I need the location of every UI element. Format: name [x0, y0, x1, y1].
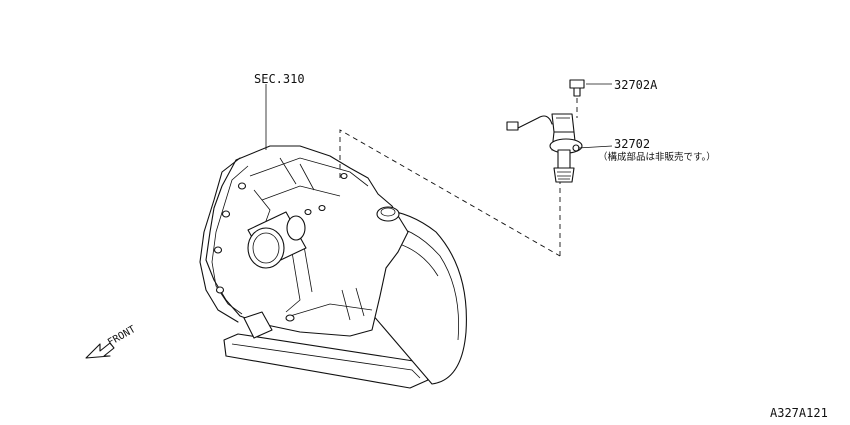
sensor-part-number: 32702 — [614, 137, 650, 151]
sensor-note: （構成部品は非販売です。） — [598, 151, 716, 163]
diagram-id: A327A121 — [770, 406, 828, 420]
hollow-arrow-icon — [85, 342, 115, 359]
install-path — [339, 129, 561, 257]
front-label: FRONT — [106, 324, 138, 349]
sec-reference-label: SEC.310 — [254, 72, 305, 86]
bolt-part-number: 32702A — [614, 78, 658, 92]
transmission-case — [199, 145, 467, 389]
speed-sensor-part — [506, 113, 583, 183]
leader-lines — [265, 83, 613, 150]
bolt-part — [569, 79, 585, 118]
